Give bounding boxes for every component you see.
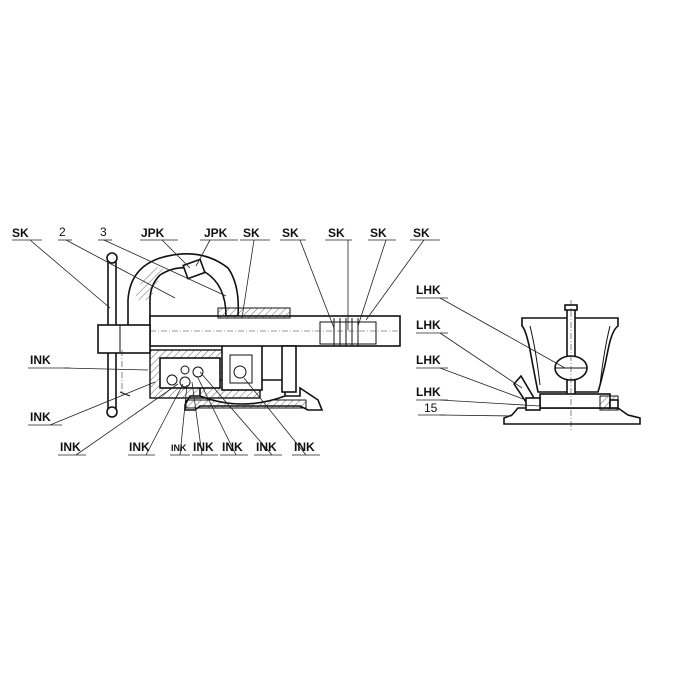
spindle-spring (333, 318, 359, 346)
thrust-bearing (166, 365, 247, 388)
part-label: LHK (416, 318, 441, 332)
part-label: INK (129, 440, 150, 454)
part-label: LHK (416, 385, 441, 399)
part-label: SK (413, 226, 430, 240)
part-label: INK (256, 440, 277, 454)
part-label: INK (222, 440, 243, 454)
leader-lines-left (12, 239, 440, 456)
part-label: INK (193, 440, 214, 454)
part-label: SK (12, 226, 29, 240)
part-labels-left: SK 2 3 JPK JPK SK SK SK SK SK INK INK IN… (12, 225, 430, 454)
part-label: INK (60, 440, 81, 454)
part-label: LHK (416, 353, 441, 367)
part-label: INK (294, 440, 315, 454)
part-label: INK (30, 353, 51, 367)
part-label: JPK (204, 226, 228, 240)
front-base (503, 407, 641, 425)
part-number: 15 (424, 401, 438, 415)
part-label: SK (282, 226, 299, 240)
part-number: 2 (59, 225, 66, 239)
part-label: JPK (141, 226, 165, 240)
handle-bar (97, 252, 151, 418)
part-label: SK (243, 226, 260, 240)
part-number: 3 (100, 225, 107, 239)
part-labels-right: LHK LHK LHK LHK 15 (416, 283, 441, 415)
part-label: INK (171, 443, 187, 453)
part-label: SK (328, 226, 345, 240)
leader-lines-right (416, 297, 566, 417)
part-label: LHK (416, 283, 441, 297)
part-label: SK (370, 226, 387, 240)
part-label: INK (30, 410, 51, 424)
side-section-view (97, 252, 401, 418)
front-view (503, 300, 641, 430)
